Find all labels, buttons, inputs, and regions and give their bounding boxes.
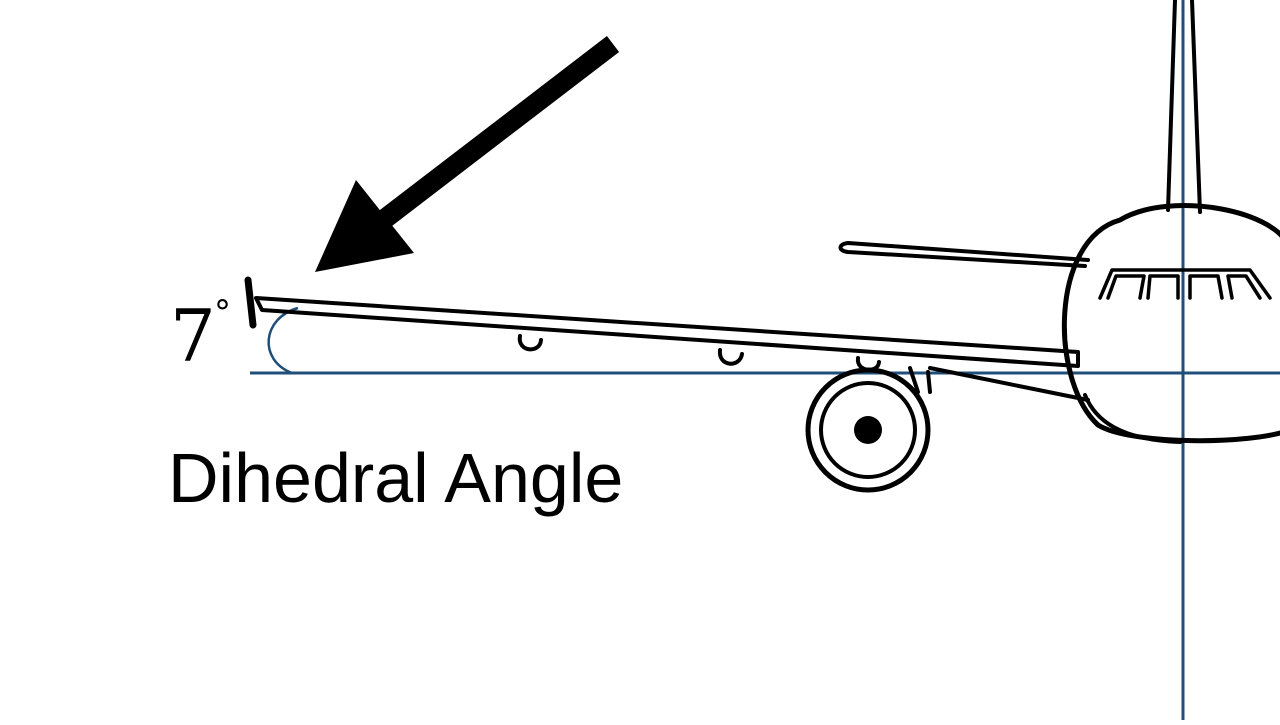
- fuselage: [1061, 203, 1280, 444]
- angle-value: 7: [170, 294, 216, 378]
- cockpit-windows: [1098, 268, 1272, 300]
- horizontal-stabilizer: [838, 241, 1090, 268]
- degree-symbol: °: [214, 293, 231, 333]
- winglet: [244, 276, 257, 329]
- main-wing: [254, 296, 1080, 368]
- angle-arc: [267, 306, 299, 375]
- airplane-front-view-icon: [244, 0, 1280, 493]
- tail-fin: [1166, 0, 1202, 214]
- fuselage-lower-contour: [1083, 393, 1182, 444]
- diagram-caption: Dihedral Angle: [168, 439, 624, 517]
- engine-nacelle: [805, 367, 931, 493]
- pointer-arrow-icon: [315, 36, 620, 272]
- wing-root-underside: [928, 366, 1090, 402]
- engine-pylon: [908, 366, 932, 394]
